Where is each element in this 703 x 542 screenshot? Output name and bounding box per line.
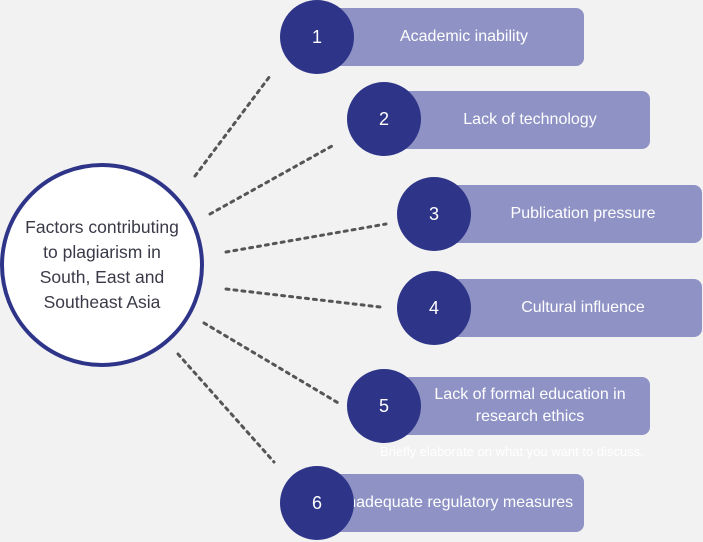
factor-4-number: 4 [428,297,439,318]
connector-6 [176,352,276,464]
factor-6-badge: 6 [280,466,354,540]
factor-6-number: 6 [311,492,322,513]
connector-4 [224,287,382,309]
factor-6-label: Inadequate regulatory measures [342,494,574,511]
connector-1 [193,74,272,178]
factor-1-badge: 1 [280,0,354,74]
factor-3-label: Publication pressure [510,205,656,222]
factor-2-badge: 2 [347,82,421,156]
factor-5-badge: 5 [347,369,421,443]
factor-5-number: 5 [378,395,389,416]
factor-3-badge: 3 [397,177,471,251]
factor-1-label: Academic inability [399,28,529,45]
factor-3-number: 3 [428,203,439,224]
central-topic-label: Factors contributing to plagiarism in So… [25,217,179,312]
connector-5 [202,321,342,406]
connector-3 [224,222,388,254]
central-topic-circle: Factors contributing to plagiarism in So… [0,163,204,367]
factor-2-number: 2 [378,108,389,129]
connector-2 [208,144,334,216]
factor-4-badge: 4 [397,271,471,345]
factor-1-number: 1 [311,26,322,47]
placeholder-note: Briefly elaborate on what you want to di… [380,444,644,459]
factor-4-label: Cultural influence [521,299,645,316]
factor-5-label: Lack of formal education in research eth… [434,386,626,425]
factor-2-label: Lack of technology [463,111,597,128]
